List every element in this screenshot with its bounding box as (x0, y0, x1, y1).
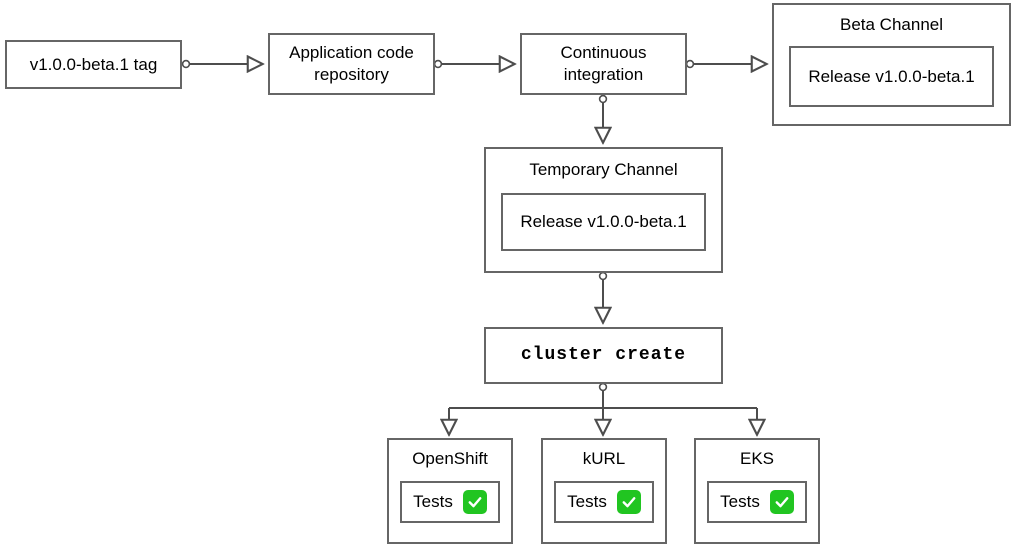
node-openshift-tests-label: Tests (413, 492, 453, 511)
container-beta-channel-title: Beta Channel (839, 15, 944, 34)
node-temporary-channel-release[interactable]: Release v1.0.0-beta.1 (501, 193, 706, 251)
node-application-code-repository-label: Application code repository (289, 43, 414, 84)
node-version-tag[interactable]: v1.0.0-beta.1 tag (5, 40, 182, 89)
node-eks-tests-label: Tests (720, 492, 760, 511)
container-target-kurl-title: kURL (582, 449, 626, 468)
container-target-kurl[interactable]: kURL Tests (541, 438, 667, 544)
node-application-code-repository[interactable]: Application code repository (268, 33, 435, 95)
edge-source-dot-repo (433, 59, 443, 69)
container-temporary-channel[interactable]: Temporary Channel Release v1.0.0-beta.1 (484, 147, 723, 273)
edge-source-dot-cluster-create (598, 382, 608, 392)
container-target-openshift-title: OpenShift (412, 449, 488, 468)
container-target-eks-title: EKS (739, 449, 775, 468)
node-openshift-tests[interactable]: Tests (400, 481, 500, 523)
container-target-eks[interactable]: EKS Tests (694, 438, 820, 544)
node-temporary-channel-release-label: Release v1.0.0-beta.1 (520, 212, 687, 231)
edge-source-dot-temporary-channel (598, 271, 608, 281)
container-beta-channel[interactable]: Beta Channel Release v1.0.0-beta.1 (772, 3, 1011, 126)
edge-source-dot-tag (181, 59, 191, 69)
node-kurl-tests[interactable]: Tests (554, 481, 654, 523)
node-cluster-create-command-label: cluster create (520, 344, 687, 365)
check-mark-green-icon (769, 490, 794, 514)
node-kurl-tests-label: Tests (567, 492, 607, 511)
check-mark-green-icon (616, 490, 641, 514)
node-continuous-integration[interactable]: Continuous integration (520, 33, 687, 95)
node-cluster-create-command[interactable]: cluster create (484, 327, 723, 384)
node-continuous-integration-label: Continuous integration (560, 43, 647, 84)
node-beta-channel-release-label: Release v1.0.0-beta.1 (808, 66, 975, 86)
edge-source-dot-ci-bottom (598, 94, 608, 104)
edge-source-dot-ci-right (685, 59, 695, 69)
node-version-tag-label: v1.0.0-beta.1 tag (29, 54, 158, 74)
container-target-openshift[interactable]: OpenShift Tests (387, 438, 513, 544)
node-eks-tests[interactable]: Tests (707, 481, 807, 523)
check-mark-green-icon (462, 490, 487, 514)
container-temporary-channel-title: Temporary Channel (529, 160, 678, 179)
node-beta-channel-release[interactable]: Release v1.0.0-beta.1 (789, 46, 994, 107)
